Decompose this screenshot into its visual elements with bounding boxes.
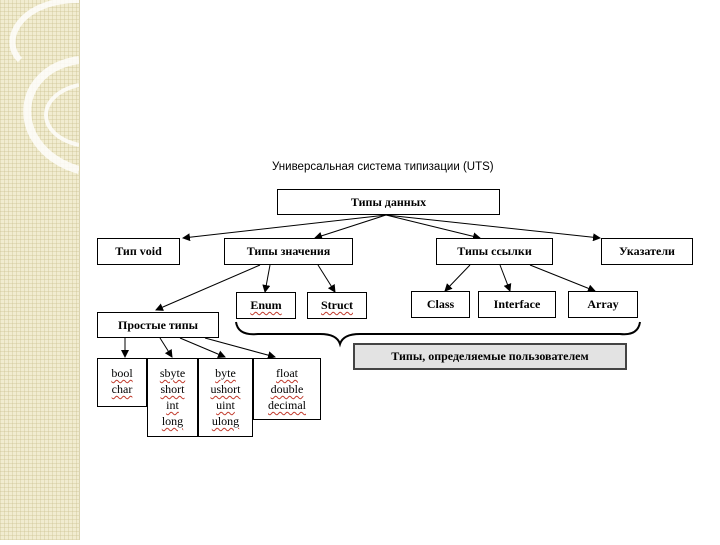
array-box: Array (568, 291, 638, 318)
type-byte: byte (215, 366, 236, 380)
type-ulong: ulong (211, 414, 240, 428)
user-defined-types-box: Типы, определяемые пользователем (353, 343, 627, 370)
simple-column-2: sbyte short int long (147, 358, 198, 437)
class-box: Class (411, 291, 470, 318)
swirl-ornament-icon (9, 0, 81, 174)
type-uint: uint (216, 398, 235, 412)
void-type-box: Тип void (97, 238, 180, 265)
type-bool: bool (111, 366, 133, 380)
panel-divider (79, 0, 80, 540)
reference-types-box: Типы ссылки (436, 238, 553, 265)
enum-box: Enum (236, 292, 296, 319)
diagram-title: Универсальная система типизации (UTS) (272, 161, 494, 173)
type-sbyte: sbyte (159, 366, 186, 380)
simple-column-1: bool char (97, 358, 147, 407)
simple-column-4: float double decimal (253, 358, 321, 420)
struct-box: Struct (307, 292, 367, 319)
type-int: int (166, 398, 179, 412)
value-types-box: Типы значения (224, 238, 353, 265)
type-decimal: decimal (268, 398, 306, 412)
decorative-side-panel (0, 0, 81, 540)
struct-label: Struct (321, 298, 353, 312)
simple-column-3: byte ushort uint ulong (198, 358, 253, 437)
root-types-box: Типы данных (277, 189, 500, 215)
enum-label: Enum (250, 298, 282, 312)
pointers-box: Указатели (601, 238, 693, 265)
type-ushort: ushort (210, 382, 241, 396)
type-long: long (161, 414, 184, 428)
type-short: short (160, 382, 185, 396)
type-double: double (270, 382, 304, 396)
interface-box: Interface (478, 291, 556, 318)
type-float: float (276, 366, 298, 380)
type-char: char (111, 382, 133, 396)
simple-types-box: Простые типы (97, 312, 219, 338)
